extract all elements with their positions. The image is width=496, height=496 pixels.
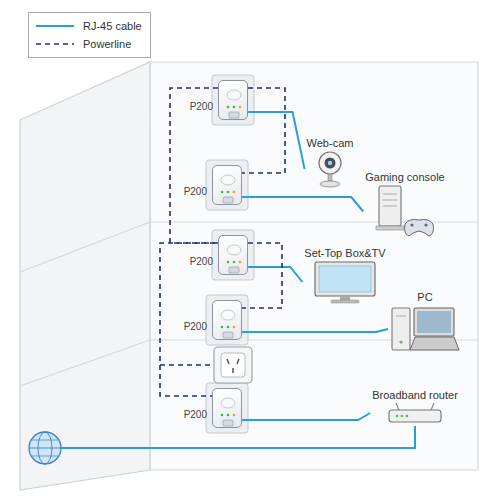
device-label: P200	[190, 256, 213, 268]
legend-text: RJ-45 cable	[83, 20, 142, 32]
globe	[29, 432, 61, 464]
adapter-face	[213, 166, 241, 204]
device-node: PC	[388, 290, 462, 354]
device-node: Web-cam	[305, 136, 356, 188]
device-label: P200	[184, 186, 207, 198]
powerline-link	[170, 88, 218, 243]
wall-plate	[212, 230, 254, 280]
powerline-adapter: P200	[212, 388, 242, 428]
outlet-plate	[214, 347, 252, 383]
outlet-slot	[237, 359, 239, 364]
device-node: Broadband router	[370, 388, 460, 424]
adapter-face	[219, 236, 247, 274]
device-node: Set-Top Box&TV	[302, 246, 387, 304]
device-icon	[313, 260, 377, 304]
legend-sample	[35, 40, 75, 48]
device-label: P200	[184, 409, 207, 421]
wall-plate	[212, 75, 254, 125]
device-name: Gaming console	[365, 170, 445, 184]
legend-row: RJ-45 cable	[35, 17, 142, 35]
floor-line	[20, 340, 150, 386]
device-label: P200	[184, 321, 207, 333]
adapter-face	[219, 81, 247, 119]
device-name: Broadband router	[372, 388, 458, 402]
legend-row: Powerline	[35, 35, 142, 53]
wall-plate	[206, 383, 248, 433]
wall-plates	[206, 75, 254, 433]
floor-line	[20, 222, 150, 272]
powerline-link	[242, 88, 285, 173]
rj45-cable	[248, 112, 305, 169]
globe-parallel	[32, 440, 58, 441]
powerline-link	[160, 243, 218, 396]
adapter-face	[213, 301, 241, 339]
powerline-adapter: P200	[212, 165, 242, 205]
powerline-adapter: P200	[212, 300, 242, 340]
rj45-cable	[248, 267, 302, 282]
device-icon	[390, 304, 460, 354]
device-label: P200	[190, 101, 213, 113]
side-wall	[20, 62, 150, 490]
rj45-cable	[242, 413, 370, 420]
globe-parallel	[32, 456, 58, 457]
wall-outlet	[214, 347, 252, 383]
legend-sample	[35, 22, 75, 30]
device-name: Web-cam	[307, 136, 354, 150]
globe-equator	[29, 448, 61, 449]
device-name: Set-Top Box&TV	[304, 246, 385, 260]
outlet-slot	[227, 359, 229, 364]
wall-plate	[206, 295, 248, 345]
powerline-adapter: P200	[218, 235, 248, 275]
rj45-cable	[242, 197, 363, 212]
adapter-face	[213, 389, 241, 427]
internet-cable	[61, 426, 415, 448]
outlet-face	[221, 353, 245, 377]
outlet-slot	[232, 368, 234, 373]
globe-icon	[29, 432, 61, 464]
back-wall	[150, 62, 478, 470]
device-icon	[316, 150, 344, 188]
powerline-adapter: P200	[218, 80, 248, 120]
legend-line	[36, 43, 74, 45]
rj45-cable	[242, 329, 388, 332]
device-name: PC	[417, 290, 432, 304]
powerline-link	[242, 243, 282, 308]
powerline-to-outlet	[160, 364, 214, 366]
device-node: Gaming console	[363, 170, 447, 239]
device-icon	[387, 402, 443, 424]
legend-line	[36, 25, 74, 27]
wall-plate	[206, 160, 248, 210]
legend-text: Powerline	[83, 38, 131, 50]
device-icon	[375, 184, 435, 239]
legend-box: RJ-45 cablePowerline	[28, 12, 151, 58]
